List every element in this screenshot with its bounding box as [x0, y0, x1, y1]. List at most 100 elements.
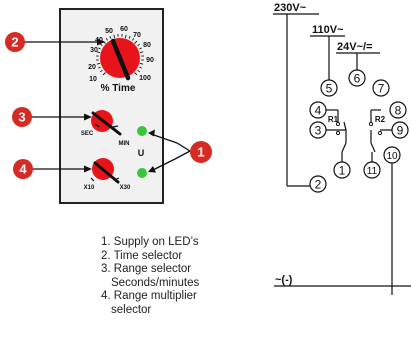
legend-item-2: 2. Time selector [101, 249, 183, 262]
callout-badge-2: 2 [5, 32, 25, 52]
arrow-head-3 [84, 113, 92, 121]
svg-text:4: 4 [315, 104, 322, 118]
dial-tick [139, 62, 144, 65]
legend: 1. Supply on LED’s 2. Time selector 3. R… [101, 236, 251, 317]
dial-tick [105, 38, 109, 41]
dial-tick [96, 62, 101, 65]
dial-tick [100, 69, 103, 73]
arrow-head-4 [84, 165, 92, 173]
terminal-10: 10 [383, 146, 401, 164]
dial-label-30: 30 [90, 47, 98, 54]
label-neutral: ~(-) [275, 274, 293, 286]
legend-item-3: 3. Range selector [101, 263, 192, 275]
svg-text:2: 2 [315, 178, 322, 192]
svg-text:10: 10 [386, 151, 398, 162]
arrow-head-1a [148, 129, 155, 137]
arrow-line-1b [150, 150, 191, 172]
dial-label-50: 50 [105, 28, 113, 35]
dial-tick [131, 38, 135, 41]
multiplier-label-x10: X10 [84, 185, 95, 191]
dial-tick [139, 47, 142, 50]
terminal-3: 3 [309, 121, 327, 139]
dial-tick [139, 66, 142, 69]
wiring-lines [273, 13, 411, 295]
dial-tick [128, 36, 131, 39]
dial-tick [98, 47, 101, 50]
led-top [137, 126, 147, 136]
dial-tick [134, 72, 138, 76]
terminal-4: 4 [309, 101, 327, 119]
dial-tick [102, 72, 106, 76]
legend-item-4-detail: selector [111, 303, 152, 316]
callout-badge-3: 3 [12, 107, 32, 127]
terminal-5: 5 [320, 79, 338, 97]
callout-arrows [20, 38, 191, 173]
led-label-u: U [138, 148, 145, 158]
contact-symbols [335, 121, 383, 136]
svg-text:9: 9 [397, 124, 404, 138]
terminal-8: 8 [389, 101, 407, 119]
multiplier-label-x30: X30 [120, 185, 131, 191]
svg-text:4: 4 [19, 162, 27, 177]
svg-text:7: 7 [378, 82, 385, 96]
dial-tick [139, 51, 144, 54]
dial-label-60: 60 [120, 26, 128, 33]
dial-label-90: 90 [146, 57, 154, 64]
label-110v: 110V~ [312, 24, 344, 36]
dial-tick [124, 34, 127, 39]
terminal-9: 9 [391, 121, 409, 139]
legend-item-4: 4. Range multiplier [101, 290, 197, 302]
range-multiplier: X10 X30 [84, 158, 131, 191]
terminal-2: 2 [309, 175, 327, 193]
dial-tick [100, 43, 103, 47]
svg-text:8: 8 [395, 104, 402, 118]
dial-label-70: 70 [133, 32, 141, 39]
svg-text:1: 1 [197, 145, 204, 160]
dial-label-10: 10 [89, 76, 97, 83]
dial-caption: % Time [101, 83, 136, 94]
label-relay-r2: R2 [375, 115, 386, 124]
time-knob-pointer [110, 38, 131, 81]
label-230v: 230V~ [274, 2, 307, 14]
dial-tick [137, 43, 140, 47]
range-label-min: MIN [119, 141, 130, 147]
svg-text:1: 1 [339, 164, 346, 178]
dial-tick [109, 36, 112, 39]
label-24v: 24V~/= [337, 41, 372, 53]
supply-leds: U [137, 126, 147, 178]
svg-text:3: 3 [315, 124, 322, 138]
dial-tick [113, 34, 116, 39]
legend-item-3-detail: Seconds/minutes [111, 276, 200, 289]
terminal-7: 7 [372, 79, 390, 97]
dial-tick [98, 66, 101, 69]
range-label-sec: SEC [81, 131, 94, 137]
led-bottom [137, 168, 147, 178]
dial-label-80: 80 [143, 42, 151, 49]
legend-item-1: 1. Supply on LED’s [101, 236, 199, 248]
arrow-head-2 [97, 38, 105, 46]
dial-tick [137, 69, 140, 73]
svg-text:11: 11 [367, 166, 378, 177]
terminal-6: 6 [348, 69, 366, 87]
dial-tick-marks [96, 34, 144, 76]
multiplier-knob-pointer [93, 161, 120, 184]
terminal-11: 11 [363, 161, 381, 179]
label-relay-r1: R1 [328, 115, 339, 124]
terminal-1: 1 [333, 161, 351, 179]
dial-tick [134, 40, 138, 44]
arrow-head-1b [148, 166, 156, 173]
arrow-line-1a [150, 133, 191, 152]
range-knob-pointer [91, 111, 122, 136]
dial-tick [96, 51, 101, 54]
range-selector: SEC MIN [81, 110, 130, 147]
svg-text:5: 5 [326, 82, 333, 96]
time-dial: 10 20 30 40 50 60 70 80 90 100 % Time [88, 26, 154, 94]
dial-label-100: 100 [139, 75, 151, 82]
callout-badge-4: 4 [13, 159, 33, 179]
svg-text:3: 3 [18, 110, 25, 125]
dial-label-20: 20 [88, 64, 96, 71]
svg-text:6: 6 [354, 72, 361, 86]
svg-text:2: 2 [11, 35, 18, 50]
callout-badge-1: 1 [190, 141, 212, 163]
